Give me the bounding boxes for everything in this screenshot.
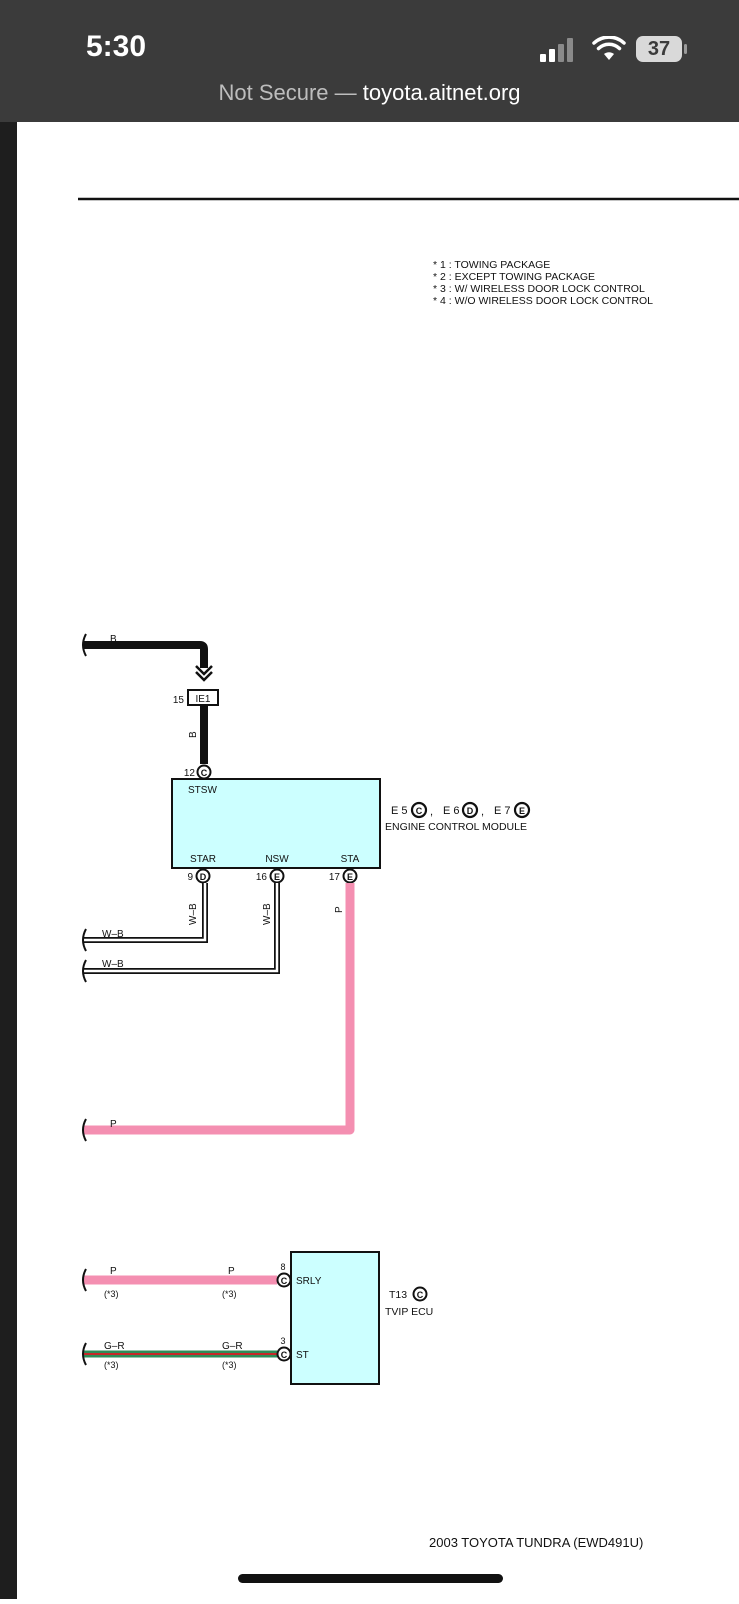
note-wire-gr-left: (*3) bbox=[104, 1360, 119, 1370]
wire-break-wb-1 bbox=[82, 928, 87, 952]
home-indicator[interactable] bbox=[238, 1574, 503, 1583]
tvip-code: T13 bbox=[389, 1289, 407, 1301]
tvip-ecu-box bbox=[290, 1251, 380, 1385]
pin-st-label: ST bbox=[296, 1350, 309, 1361]
junction-ie1-label: IE1 bbox=[195, 694, 210, 705]
pin-sta-connector bbox=[342, 868, 358, 884]
label-wire-wb-2-vertical: W–B bbox=[262, 903, 273, 925]
pin-st-conn-letter: C bbox=[281, 1350, 288, 1360]
label-wire-p-vertical: P bbox=[334, 906, 345, 913]
url-host: toyota.aitnet.org bbox=[362, 80, 521, 105]
note-1: * 1 : TOWING PACKAGE bbox=[433, 259, 550, 271]
left-edge-strip bbox=[0, 122, 17, 1599]
wire-wb-1-core bbox=[84, 883, 207, 942]
pin-nsw-number: 16 bbox=[256, 872, 268, 883]
note-2: * 2 : EXCEPT TOWING PACKAGE bbox=[433, 271, 595, 283]
label-wire-wb-2: W–B bbox=[102, 959, 124, 970]
tvip-title: TVIP ECU bbox=[385, 1306, 433, 1318]
wire-break-p bbox=[82, 1118, 87, 1142]
ecm-connector-sep-1: , bbox=[430, 806, 433, 818]
label-wire-p-srly-right: P bbox=[228, 1266, 235, 1277]
pin-st-number: 3 bbox=[280, 1336, 285, 1346]
pin-srly-connector bbox=[276, 1272, 292, 1288]
note-wire-p-srly-left: (*3) bbox=[104, 1289, 119, 1299]
ecm-connector-e: E bbox=[519, 806, 525, 816]
security-label: Not Secure — bbox=[218, 80, 363, 105]
note-3: * 3 : W/ WIRELESS DOOR LOCK CONTROL bbox=[433, 283, 645, 295]
clock: 5:30 bbox=[86, 30, 147, 63]
ecm-title: ENGINE CONTROL MODULE bbox=[385, 821, 527, 833]
cellular-signal-icon bbox=[540, 38, 573, 62]
label-wire-gr-left: G–R bbox=[104, 1341, 125, 1352]
pin-stsw-label: STSW bbox=[188, 785, 217, 796]
address-bar[interactable]: Not Secure — toyota.aitnet.org bbox=[0, 80, 739, 106]
pin-srly-conn-letter: C bbox=[281, 1276, 288, 1286]
wire-p-sta bbox=[84, 883, 355, 1135]
pin-srly-number: 8 bbox=[280, 1262, 285, 1272]
wire-break-p-srly bbox=[82, 1268, 87, 1292]
wire-break-gr bbox=[82, 1342, 87, 1366]
pin-stsw-number: 12 bbox=[184, 768, 196, 779]
ecm-connector-sep-2: , bbox=[481, 806, 484, 818]
connector-arrow-icon bbox=[195, 665, 213, 682]
wire-wb-2 bbox=[84, 883, 280, 974]
pin-star-label: STAR bbox=[190, 854, 216, 865]
tvip-code-connector bbox=[412, 1286, 428, 1302]
ecm-connector-e5: E 5 bbox=[391, 805, 408, 817]
wifi-icon bbox=[592, 36, 626, 60]
ecm-connector-c-badge bbox=[410, 801, 428, 819]
pin-star-conn-letter: D bbox=[200, 872, 207, 882]
battery-icon: 37 bbox=[636, 36, 682, 62]
note-wire-gr-right: (*3) bbox=[222, 1360, 237, 1370]
wire-wb-2-core bbox=[84, 883, 279, 973]
label-wire-b-vertical: B bbox=[188, 731, 199, 738]
engine-control-module-box bbox=[171, 778, 381, 869]
pin-sta-number: 17 bbox=[329, 872, 341, 883]
pin-nsw-label: NSW bbox=[265, 854, 289, 865]
pin-star-connector bbox=[195, 868, 211, 884]
label-wire-gr-right: G–R bbox=[222, 1341, 243, 1352]
ecm-connector-e6: E 6 bbox=[443, 805, 460, 817]
label-wire-p-bottom: P bbox=[110, 1119, 117, 1130]
status-bar: 5:30 37 Not Secure — toyota.aitnet.org bbox=[0, 0, 739, 122]
pin-nsw-conn-letter: E bbox=[274, 872, 280, 882]
battery-level: 37 bbox=[647, 38, 671, 60]
pin-st-connector bbox=[276, 1346, 292, 1362]
pin-star-number: 9 bbox=[187, 872, 193, 883]
pin-sta-conn-letter: E bbox=[347, 872, 353, 882]
wire-break-b bbox=[82, 633, 87, 657]
ecm-connector-e7: E 7 bbox=[494, 805, 511, 817]
tvip-code-conn-letter: C bbox=[417, 1290, 424, 1300]
battery-cap bbox=[684, 44, 687, 54]
ecm-connector-d: D bbox=[467, 806, 474, 816]
ecm-connector-e-badge bbox=[513, 801, 531, 819]
diagram-page: * 1 : TOWING PACKAGE * 2 : EXCEPT TOWING… bbox=[17, 122, 739, 1599]
wire-break-wb-2 bbox=[82, 959, 87, 983]
pin-sta-label: STA bbox=[341, 854, 360, 865]
label-wire-b-top: B bbox=[110, 634, 117, 645]
label-wire-wb-1: W–B bbox=[102, 929, 124, 940]
wiring-diagram: * 1 : TOWING PACKAGE * 2 : EXCEPT TOWING… bbox=[78, 197, 739, 1550]
pin-srly-label: SRLY bbox=[296, 1276, 322, 1287]
ecm-connector-c: C bbox=[416, 806, 423, 816]
footer-model: 2003 TOYOTA TUNDRA (EWD491U) bbox=[429, 1535, 643, 1550]
pin-stsw-conn-letter: C bbox=[201, 768, 208, 778]
note-wire-p-srly-right: (*3) bbox=[222, 1289, 237, 1299]
label-wire-wb-1-vertical: W–B bbox=[188, 903, 199, 925]
wire-b-top bbox=[84, 641, 208, 668]
pin-nsw-connector bbox=[269, 868, 285, 884]
ecm-connector-d-badge bbox=[461, 801, 479, 819]
junction-ie1-pin: 15 bbox=[173, 695, 185, 706]
label-wire-p-srly-left: P bbox=[110, 1266, 117, 1277]
note-4: * 4 : W/O WIRELESS DOOR LOCK CONTROL bbox=[433, 295, 653, 307]
